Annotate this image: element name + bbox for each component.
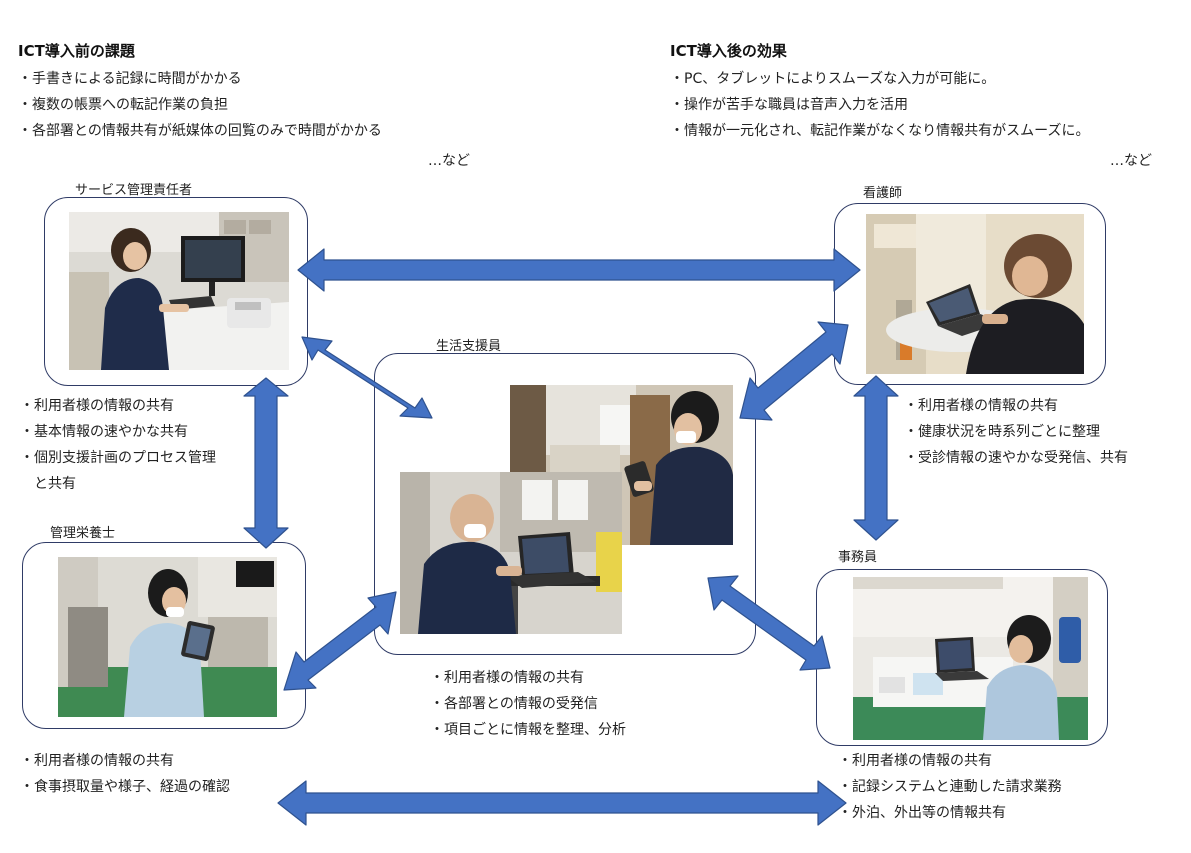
before-list: ・手書きによる記録に時間がかかる ・複数の帳票への転記作業の負担 ・各部署との情… bbox=[18, 66, 382, 144]
list-item: ・各部署との情報共有が紙媒体の回覧のみで時間がかかる bbox=[18, 123, 382, 139]
list-item: ・利用者様の情報の共有 bbox=[430, 670, 584, 686]
service-manager-list: ・利用者様の情報の共有 ・基本情報の速やかな共有 ・個別支援計画のプロセス管理 … bbox=[20, 393, 216, 497]
arrow-nurse-life-support bbox=[739, 321, 849, 421]
dietitian-photo bbox=[58, 557, 277, 717]
service-manager-photo bbox=[69, 212, 289, 370]
role-label-service-manager: サービス管理責任者 bbox=[75, 183, 193, 198]
list-item: ・項目ごとに情報を整理、分析 bbox=[430, 722, 626, 738]
list-item: ・個別支援計画のプロセス管理 bbox=[20, 450, 216, 466]
life-support-list: ・利用者様の情報の共有 ・各部署との情報の受発信 ・項目ごとに情報を整理、分析 bbox=[430, 665, 626, 743]
role-label-nurse: 看護師 bbox=[863, 186, 903, 201]
life-support-photo-laptop bbox=[400, 472, 622, 634]
list-item: ・受診情報の速やかな受発信、共有 bbox=[904, 450, 1128, 466]
arrow-service-manager-nurse bbox=[297, 248, 861, 292]
before-etc: …など bbox=[428, 153, 470, 169]
list-item: ・操作が苦手な職員は音声入力を活用 bbox=[670, 97, 908, 113]
clerk-photo bbox=[853, 577, 1088, 740]
after-etc: …など bbox=[1110, 153, 1152, 169]
role-label-dietitian: 管理栄養士 bbox=[50, 526, 116, 541]
after-list: ・PC、タブレットによりスムーズな入力が可能に。 ・操作が苦手な職員は音声入力を… bbox=[670, 66, 1089, 144]
role-label-clerk: 事務員 bbox=[838, 550, 878, 565]
clerk-list: ・利用者様の情報の共有 ・記録システムと連動した請求業務 ・外泊、外出等の情報共… bbox=[838, 748, 1062, 826]
list-item: と共有 bbox=[20, 476, 76, 492]
list-item: ・利用者様の情報の共有 bbox=[20, 398, 174, 414]
life-support-box bbox=[374, 353, 756, 655]
nurse-box bbox=[834, 203, 1106, 385]
arrow-service-manager-dietitian bbox=[243, 377, 289, 549]
list-item: ・PC、タブレットによりスムーズな入力が可能に。 bbox=[670, 71, 996, 87]
role-label-life-support: 生活支援員 bbox=[436, 339, 502, 354]
list-item: ・手書きによる記録に時間がかかる bbox=[18, 71, 242, 87]
list-item: ・健康状況を時系列ごとに整理 bbox=[904, 424, 1100, 440]
list-item: ・基本情報の速やかな共有 bbox=[20, 424, 188, 440]
dietitian-list: ・利用者様の情報の共有 ・食事摂取量や様子、経過の確認 bbox=[20, 748, 230, 800]
after-title: ICT導入後の効果 bbox=[670, 42, 787, 60]
list-item: ・複数の帳票への転記作業の負担 bbox=[18, 97, 228, 113]
arrow-service-manager-life-support bbox=[301, 336, 433, 419]
list-item: ・情報が一元化され、転記作業がなくなり情報共有がスムーズに。 bbox=[670, 123, 1090, 139]
arrow-life-support-dietitian bbox=[283, 591, 397, 691]
nurse-list: ・利用者様の情報の共有 ・健康状況を時系列ごとに整理 ・受診情報の速やかな受発信… bbox=[904, 393, 1128, 471]
arrow-life-support-clerk bbox=[707, 575, 831, 671]
list-item: ・外泊、外出等の情報共有 bbox=[838, 805, 1006, 821]
list-item: ・食事摂取量や様子、経過の確認 bbox=[20, 779, 230, 795]
nurse-photo bbox=[866, 214, 1084, 374]
arrow-nurse-clerk bbox=[853, 375, 899, 541]
dietitian-box bbox=[22, 542, 306, 729]
list-item: ・利用者様の情報の共有 bbox=[904, 398, 1058, 414]
list-item: ・記録システムと連動した請求業務 bbox=[838, 779, 1062, 795]
arrow-dietitian-clerk bbox=[277, 780, 847, 826]
before-title: ICT導入前の課題 bbox=[18, 42, 135, 60]
list-item: ・利用者様の情報の共有 bbox=[838, 753, 992, 769]
list-item: ・各部署との情報の受発信 bbox=[430, 696, 598, 712]
list-item: ・利用者様の情報の共有 bbox=[20, 753, 174, 769]
service-manager-box bbox=[44, 197, 308, 386]
